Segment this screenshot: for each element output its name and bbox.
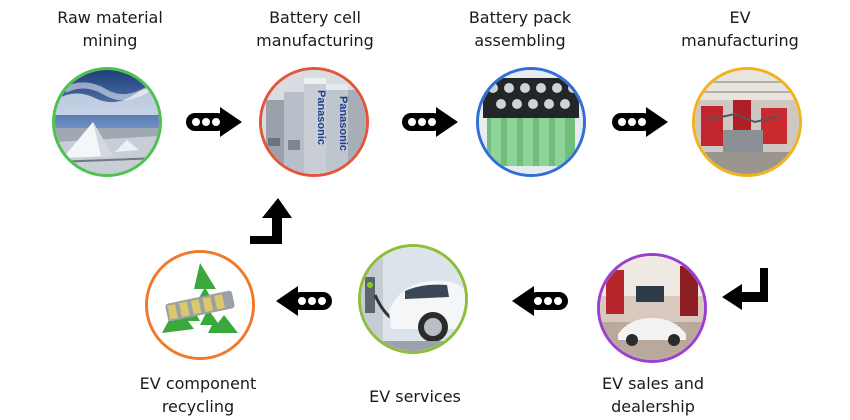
flow-arrow-left-icon [276,286,332,316]
stage-label-ev-manufacturing: EV manufacturing [681,8,799,50]
ev-manufacturing-image [692,67,802,177]
ev-component-recycling-image [145,250,255,360]
stage-label-ev-sales-and-dealership: EV sales and dealership [601,374,705,416]
stage-label-battery-pack-assembling: Battery pack assembling [468,8,572,50]
battery-brand-text: Panasonic [315,90,327,145]
ev-sales-dealership-image [597,253,707,363]
flow-arrow-bend-down-left-icon [722,268,768,310]
stage-label-raw-material-mining: Raw material mining [57,8,163,50]
flow-arrow-right-icon [612,107,668,137]
stage-label-ev-component-recycling: EV component recycling [139,374,257,416]
battery-pack-image [476,67,586,177]
raw-material-mining-image [52,67,162,177]
flow-arrow-bend-up-icon [250,198,292,244]
battery-brand-text-2: Panasonic [337,96,349,151]
stage-label-battery-cell-manufacturing: Battery cell manufacturing [256,8,374,50]
battery-cell-image: Panasonic Panasonic [259,67,369,177]
flow-arrow-left-icon [512,286,568,316]
flow-arrow-right-icon [186,107,242,137]
flow-arrow-right-icon [402,107,458,137]
stage-label-ev-services: EV services [369,387,461,406]
ev-services-image [358,244,468,354]
